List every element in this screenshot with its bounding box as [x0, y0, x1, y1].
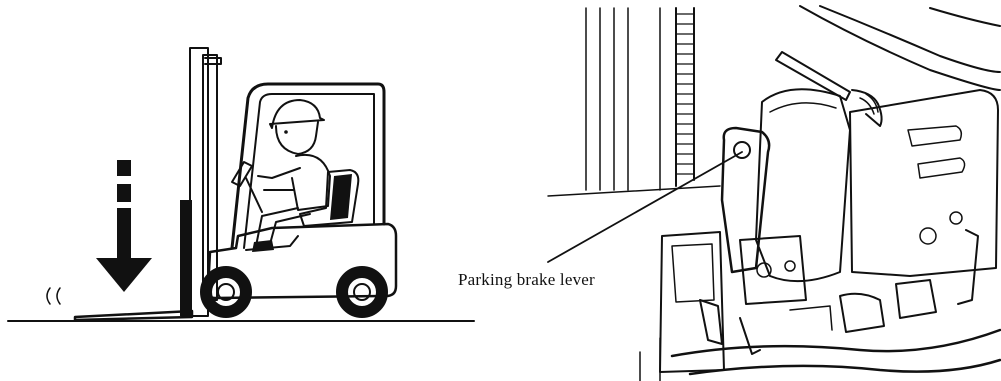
parking-brake-lever-label: Parking brake lever [458, 270, 595, 290]
callout-leader-line [548, 152, 742, 262]
forklift-illustration [8, 48, 474, 321]
mast-channels [548, 8, 720, 196]
cab-frame [232, 84, 384, 248]
rear-wheel [342, 272, 382, 312]
front-wheel [206, 272, 246, 312]
parking-brake-detail-illustration [548, 6, 1000, 381]
lower-mechanism [640, 230, 1000, 381]
steering-column [800, 6, 1000, 90]
down-arrow-icon [96, 160, 152, 292]
brake-housing [756, 89, 998, 281]
fork-blade [75, 311, 192, 320]
parking-brake-lever [722, 128, 769, 272]
motion-marks [47, 288, 60, 304]
